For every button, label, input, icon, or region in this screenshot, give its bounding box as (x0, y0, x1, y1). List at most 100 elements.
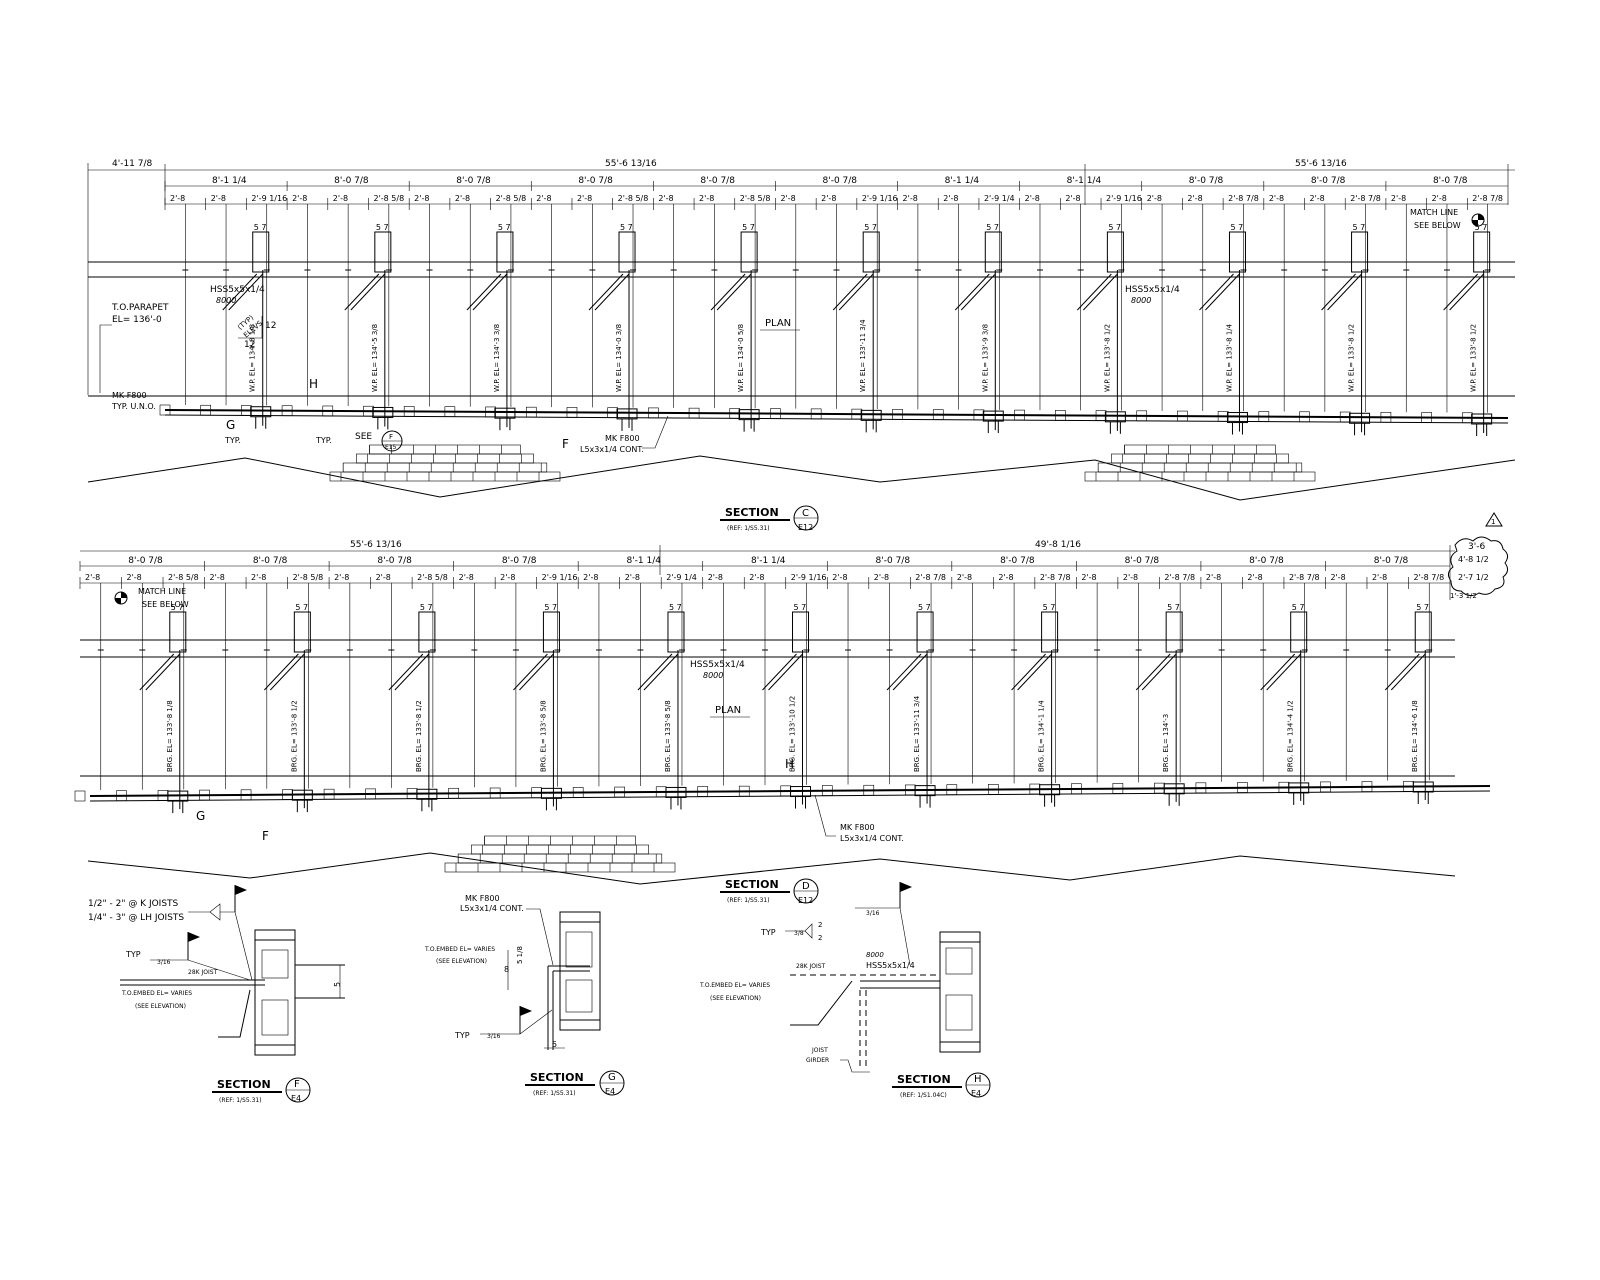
bearing-plate (444, 406, 456, 417)
span-dim-label: 8'-0 7/8 (578, 176, 613, 186)
spacing-dim-label: 2'-9 1/16 (251, 194, 287, 203)
column-label: 5 7 (498, 223, 511, 232)
bearing-plate (363, 405, 374, 417)
brace (139, 653, 175, 691)
section-h-id: H (974, 1074, 982, 1085)
hss-column (1165, 611, 1183, 653)
detail-f-dim: 5 (333, 982, 342, 987)
masonry-course (1124, 444, 1276, 455)
masonry-hatch (1084, 444, 1316, 482)
base-plate (372, 406, 394, 418)
bearing-plate (116, 790, 127, 801)
base-plate (665, 786, 687, 798)
base-plate (540, 787, 562, 799)
span-dim-label: 8'-0 7/8 (1189, 176, 1224, 186)
brace (513, 653, 548, 691)
revision-number: 1 (1491, 518, 1495, 526)
brace (228, 273, 264, 311)
elevation-label: BRG. EL= 134'-6 1/8 (1411, 700, 1419, 772)
bearing-plate (697, 786, 709, 797)
top-left-overall-dim: 4'-11 7/8 (112, 159, 153, 169)
span-dim-label: 8'-1 1/4 (945, 176, 980, 186)
base-plate (1471, 413, 1493, 425)
section-f-id: F (294, 1079, 300, 1090)
spacing-dim-label: 2'-8 (459, 573, 474, 582)
bearing-plate (1195, 782, 1207, 794)
detail-f-weld: 3/16 (157, 959, 171, 966)
hss-column (667, 611, 685, 653)
column-label: 5 7 (295, 603, 308, 612)
top-hss-mark-2: 8000 (1131, 296, 1151, 305)
spacing-dim-label: 2'-8 (780, 194, 795, 203)
hss-column (740, 231, 758, 273)
top-watch-line: MATCH LINE (1410, 208, 1458, 217)
spacing-dim-label: 2'-8 (536, 194, 551, 203)
revision-sub-dim-2: 1'-3 1/2 (1450, 592, 1477, 600)
section-d-title: SECTION (725, 878, 779, 891)
spacing-dim-label: 2'-8 (500, 573, 515, 582)
brace (388, 653, 424, 691)
bearing-plate (1177, 410, 1188, 422)
bearing-plate (323, 788, 335, 800)
elevation-label: BRG. EL= 133'-8 5/8 (664, 700, 672, 772)
span-dim-label: 8'-0 7/8 (1433, 176, 1468, 186)
base-plate (1226, 412, 1248, 424)
base-plate (914, 785, 936, 797)
spacing-dim-label: 2'-8 (625, 573, 640, 582)
bearing-plate (946, 784, 958, 795)
column-label: 5 7 (986, 223, 999, 232)
bearing-plate (607, 407, 618, 418)
masonry-course (329, 471, 561, 482)
bearing-plate (1237, 782, 1248, 793)
elevation-label: W.P. EL= 133'-9 3/8 (981, 324, 989, 392)
spacing-dim-label: 2'-8 (699, 194, 714, 203)
brace (222, 273, 258, 311)
base-plate (1163, 783, 1185, 795)
top-cut-g: G (226, 418, 235, 432)
spacing-dim-label: 2'-8 (127, 573, 142, 582)
column-label: 5 7 (1167, 603, 1180, 612)
bearing-plate (1071, 783, 1082, 795)
hss-column (862, 231, 880, 273)
span-dim-label: 8'-0 7/8 (502, 556, 537, 566)
section-h-ref: (REF: 1/S1.04C) (900, 1092, 947, 1099)
bearing-plate (892, 409, 903, 420)
span-dim-label: 8'-1 1/4 (212, 176, 247, 186)
detail-f-joist: 28K JOIST (188, 969, 218, 976)
bearing-plate (1095, 410, 1107, 421)
column-label: 5 7 (1475, 223, 1488, 232)
brace (1077, 273, 1112, 311)
bearing-plate (322, 405, 334, 417)
spacing-dim-label: 2'-8 (577, 194, 592, 203)
bearing-plate (863, 784, 875, 796)
bearing-plate (240, 789, 252, 801)
brace (768, 653, 803, 691)
span-dim-label: 8'-0 7/8 (1374, 556, 1409, 566)
bottom-joist-lines (74, 583, 1433, 802)
section-h-title: SECTION (897, 1073, 951, 1086)
brace (643, 653, 679, 691)
brace (637, 653, 673, 691)
spacing-dim-label: 2'-8 (1187, 194, 1202, 203)
span-dim-label: 8'-0 7/8 (253, 556, 288, 566)
top-angle-cont: L5x3x1/4 CONT. (580, 445, 644, 454)
bearing-plate (200, 404, 211, 416)
spacing-dim-label: 2'-8 (821, 194, 836, 203)
spacing-dim-label: 2'-8 (998, 573, 1013, 582)
base-plate (860, 409, 882, 421)
spacing-dim-label: 2'-8 (1432, 194, 1447, 203)
base-plate (167, 790, 189, 802)
section-g-ref: (REF: 1/S5.31) (533, 1090, 576, 1097)
section-c-sheet: E12 (798, 523, 813, 532)
column-label: 5 7 (669, 603, 682, 612)
base-plate (1288, 782, 1310, 794)
masonry-course (471, 844, 649, 855)
spacing-dim-label: 2'-8 (376, 573, 391, 582)
span-dim-label: 8'-0 7/8 (1311, 176, 1346, 186)
top-hss-label: HSS5x5x1/4 (210, 285, 265, 295)
bearing-plate (199, 789, 210, 801)
detail-g-embed: T.O.EMBED EL= VARIES (424, 946, 495, 953)
spacing-dim-label: 2'-8 (85, 573, 100, 582)
top-cut-h: H (309, 377, 318, 391)
elevation-label: W.P. EL= 134'-5 3/8 (371, 324, 379, 392)
